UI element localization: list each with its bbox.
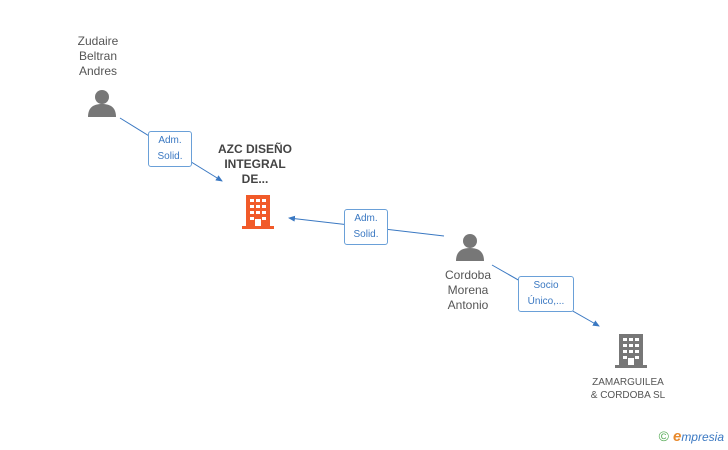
role-box-adm-solid: Adm. Solid. <box>344 209 388 245</box>
role-box-adm-solid: Adm. Solid. <box>148 131 192 167</box>
company-zamarguilea-label[interactable]: ZAMARGUILEA & CORDOBA SL <box>590 377 666 401</box>
building-icon[interactable] <box>242 195 274 229</box>
copyright-icon: © <box>658 428 669 444</box>
empresia-logo[interactable]: ©empresia <box>658 428 724 445</box>
person-icon[interactable] <box>87 89 117 117</box>
company-azc-label[interactable]: AZC DISEÑO INTEGRAL DE... <box>217 142 292 186</box>
role-box-socio-unico: Socio Único,... <box>518 276 574 312</box>
person-icon[interactable] <box>455 233 485 261</box>
building-icon[interactable] <box>615 334 647 368</box>
person-zudaire-label[interactable]: Zudaire Beltran Andres <box>77 34 119 78</box>
person-cordoba-label[interactable]: Cordoba Morena Antonio <box>444 268 492 312</box>
